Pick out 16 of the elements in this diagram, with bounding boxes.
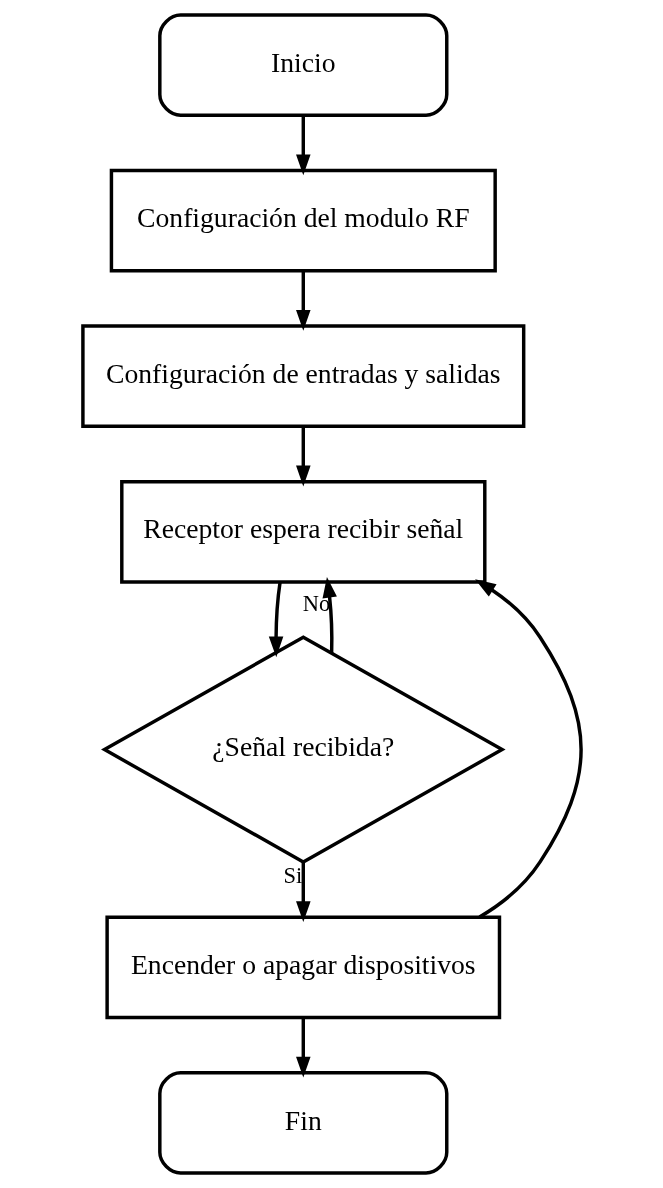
arrow xyxy=(295,271,311,331)
node-box: Encender o apagar dispositivos xyxy=(104,915,501,1020)
node-box: Configuración de entradas y salidas xyxy=(80,324,525,429)
edge-label: Si xyxy=(283,862,302,888)
arrow xyxy=(295,115,311,176)
arrow xyxy=(295,862,311,923)
node-box: Inicio xyxy=(157,13,448,117)
node-box: Configuración del modulo RF xyxy=(109,168,497,273)
arrow xyxy=(295,426,311,487)
arrow xyxy=(474,579,583,919)
node-box: Fin xyxy=(157,1071,448,1175)
arrow xyxy=(322,576,337,653)
edge-label: No xyxy=(302,591,330,617)
arrow xyxy=(295,1018,311,1078)
arrow xyxy=(268,581,283,658)
node-box: Receptor espera recibir señal xyxy=(119,479,487,584)
